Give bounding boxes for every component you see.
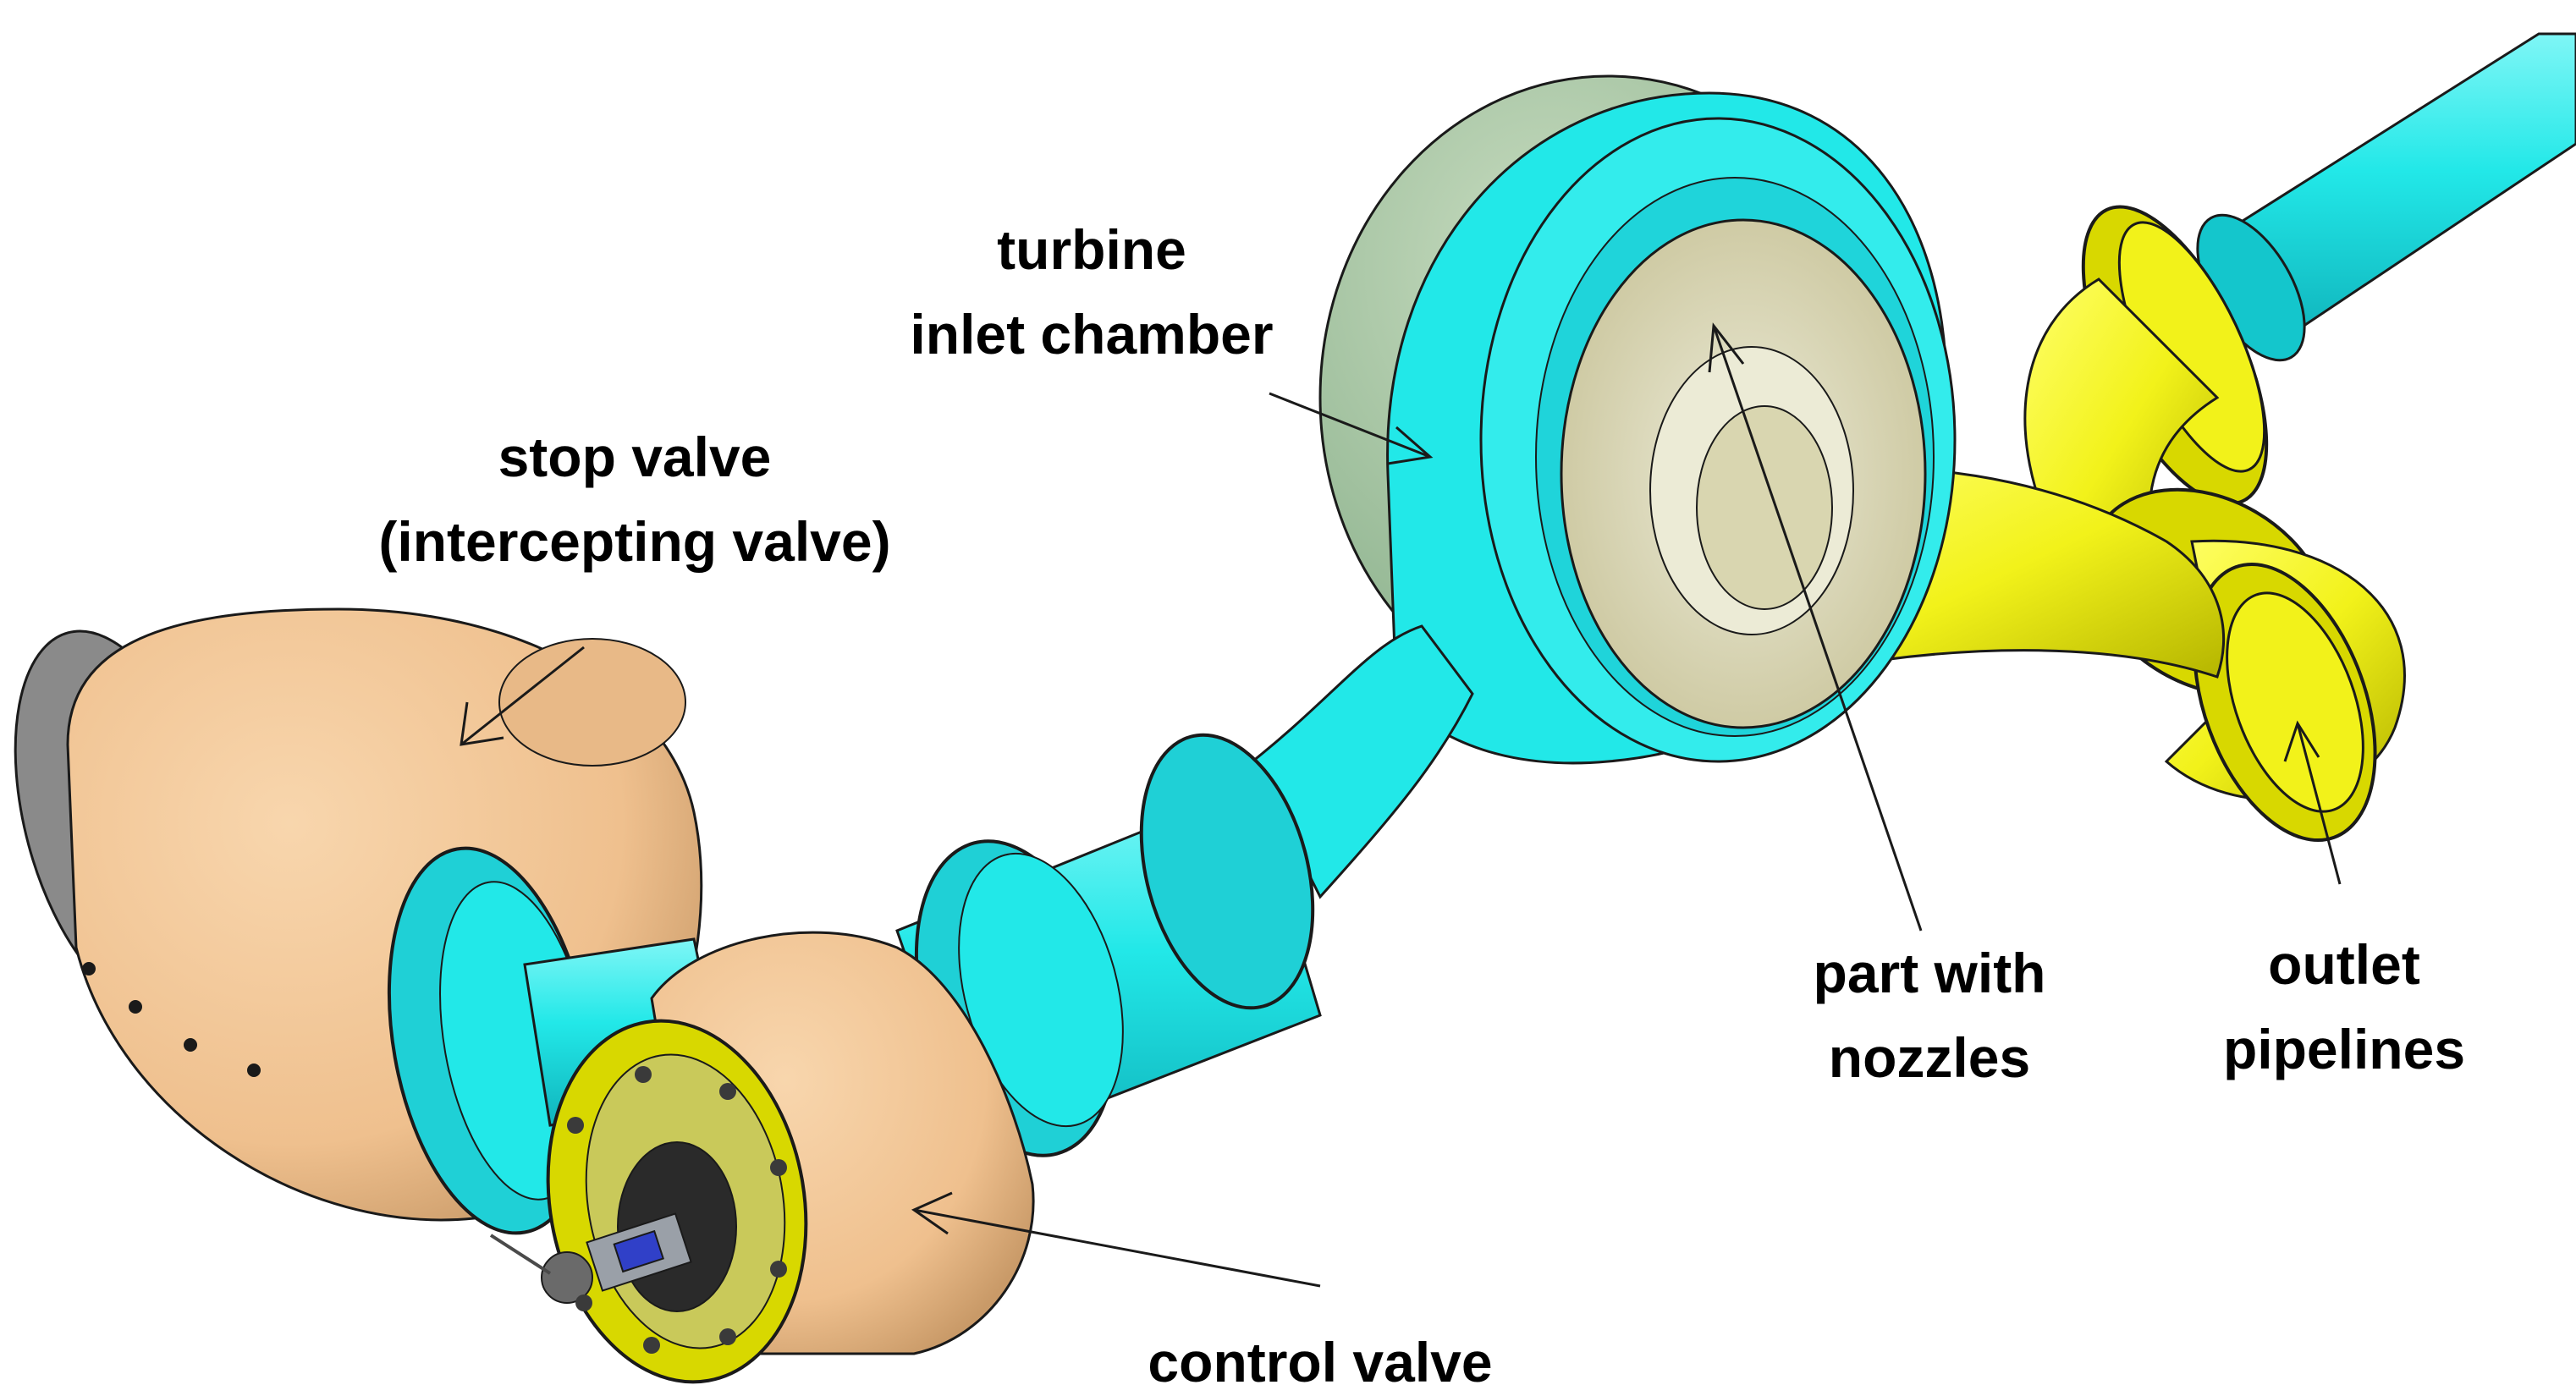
leader-turbine-inlet-chamber	[1269, 392, 1431, 459]
label-stop-valve-line1: stop valve	[498, 426, 772, 488]
leader-outlet-pipelines	[2296, 723, 2342, 885]
arrowhead-turbine-inlet-chamber	[1387, 426, 1434, 465]
control-valve-art	[489, 931, 1035, 1384]
arrowhead-part-with-nozzles	[1708, 322, 1745, 373]
label-outlet-pipelines: outlet pipelines	[2183, 922, 2505, 1091]
stop-valve-art	[14, 607, 729, 1235]
label-turbine-inlet-chamber-line1: turbine	[997, 218, 1186, 281]
label-outlet-pipelines-line2: pipelines	[2222, 1018, 2466, 1080]
leader-part-with-nozzles	[1712, 325, 1923, 932]
label-turbine-inlet-chamber: turbine inlet chamber	[897, 207, 1286, 376]
leader-stop-valve	[460, 646, 585, 746]
label-control-valve-line1: control valve	[1148, 1331, 1493, 1393]
arrowhead-outlet-pipelines	[2283, 720, 2320, 762]
turbine-inlet-chamber-art	[1318, 74, 1957, 765]
arrowhead-stop-valve	[460, 701, 504, 746]
leader-lines	[460, 322, 2342, 1288]
label-turbine-inlet-chamber-line2: inlet chamber	[910, 303, 1274, 365]
label-part-with-nozzles-line1: part with	[1813, 942, 2046, 1004]
outlet-pipe-straight	[2196, 32, 2576, 362]
label-part-with-nozzles: part with nozzles	[1760, 931, 2099, 1100]
label-part-with-nozzles-line2: nozzles	[1828, 1026, 2031, 1089]
leader-control-valve	[913, 1208, 1321, 1288]
label-stop-valve-line2: (intercepting valve)	[378, 510, 891, 573]
arrowhead-control-valve	[911, 1191, 953, 1235]
label-outlet-pipelines-line1: outlet	[2268, 933, 2420, 996]
label-stop-valve: stop valve (intercepting valve)	[339, 415, 931, 584]
label-control-valve: control valve	[1100, 1320, 1540, 1396]
